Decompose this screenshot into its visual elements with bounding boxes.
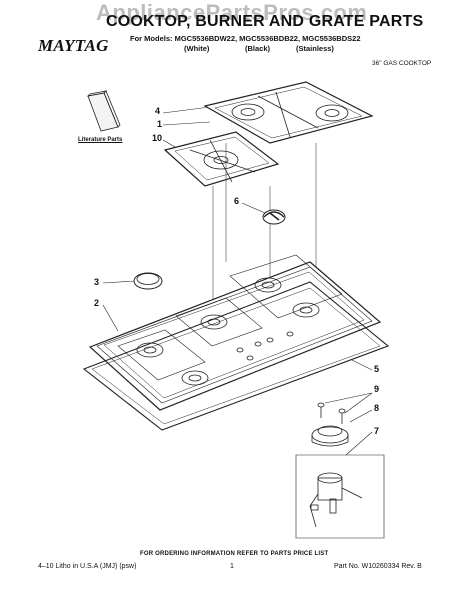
page-number: 1 — [230, 563, 234, 570]
watermark: AppliancePartsPros.com — [96, 0, 368, 25]
gasket — [82, 281, 390, 431]
cooktop — [88, 254, 382, 411]
brand-logo: MAYTAG — [38, 36, 109, 55]
callout-6: 6 — [234, 196, 240, 206]
callout-10: 10 — [152, 133, 163, 143]
literature-booklet — [86, 90, 121, 132]
callout-4: 4 — [155, 106, 161, 116]
models-line: For Models: MGC5536BDW22, MGC5536BDB22, … — [130, 34, 361, 43]
footer-litho: 4–10 Litho in U.S.A (JMJ) (psw) — [38, 563, 137, 570]
callout-2: 2 — [94, 298, 100, 308]
literature-parts-label: Literature Parts — [78, 137, 123, 143]
burner-cap — [133, 272, 163, 290]
grate-small — [163, 131, 280, 187]
callout-5: 5 — [374, 364, 380, 374]
callout-7: 7 — [374, 426, 380, 436]
callout-lines — [102, 106, 373, 456]
valve-assembly — [295, 454, 385, 539]
page-title: COOKTOP, BURNER AND GRATE PARTS — [106, 13, 424, 30]
callout-1: 1 — [157, 119, 163, 129]
callout-8: 8 — [374, 403, 380, 413]
callout-9: 9 — [374, 384, 380, 394]
variant-white: (White) — [184, 44, 210, 53]
variant-black: (Black) — [245, 44, 271, 53]
callout-3: 3 — [94, 277, 100, 287]
ordering-info: FOR ORDERING INFORMATION REFER TO PARTS … — [140, 551, 329, 557]
knob — [262, 209, 286, 225]
screws — [317, 402, 346, 424]
grate-large — [203, 81, 374, 144]
burner-base — [311, 425, 349, 447]
variant-stainless: (Stainless) — [296, 44, 334, 53]
part-number: Part No. W10260334 Rev. B — [334, 563, 422, 570]
page-subtitle: 36" GAS COOKTOP — [372, 60, 432, 67]
